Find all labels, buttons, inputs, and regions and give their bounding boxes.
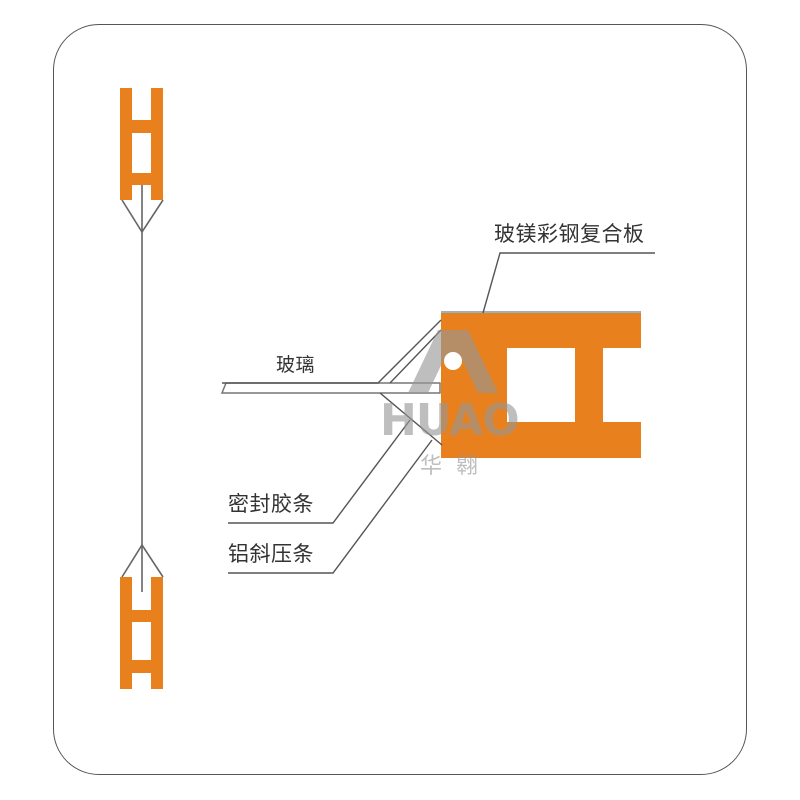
large-panel-profile [441,311,641,458]
diagram-frame [53,24,747,775]
vertical-glass-line [121,185,164,592]
panel-label: 玻镁彩钢复合板 [494,222,645,246]
aluminum-bead-leader-line [228,439,433,574]
watermark-brand-cn: 华翱 [420,454,493,479]
glass-label: 玻璃 [276,354,316,376]
sealing-strip-label: 密封胶条 [228,492,314,516]
bottom-h-profile [120,577,163,689]
top-h-profile [120,88,163,200]
panel-leader-line [482,252,655,314]
watermark-brand-en: HUAO [380,395,520,446]
watermark-logo [398,325,508,399]
glass-leader-line [222,319,442,384]
aluminum-bead-label: 铝斜压条 [228,542,314,566]
sealing-strip-leader-line [228,419,411,524]
